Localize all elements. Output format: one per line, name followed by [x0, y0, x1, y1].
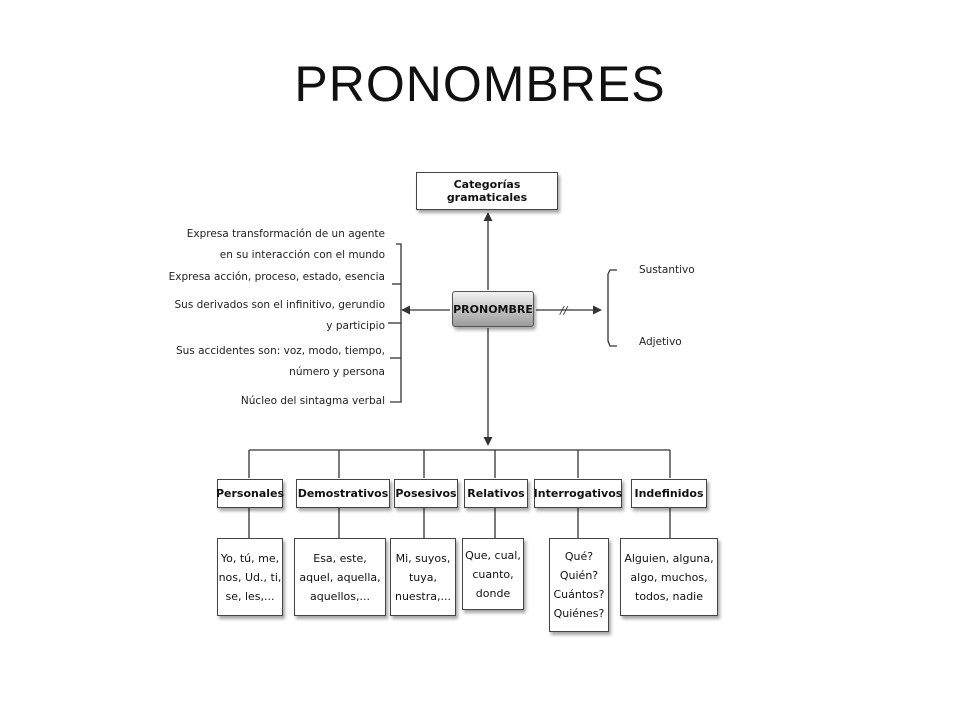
category-label: Personales — [215, 487, 285, 500]
right-label-sustantivo: Sustantivo — [639, 264, 695, 276]
category-box-personales: Personales — [215, 479, 285, 508]
left-label: Sus derivados son el infinitivo, gerundi… — [174, 299, 386, 311]
example-text: aquellos,... — [309, 589, 371, 603]
examples-box-personales: Yo, tú, me, nos, Ud., ti, se, les,... — [217, 538, 283, 616]
pronombre-center-label: PRONOMBRE — [453, 302, 533, 316]
example-text: Mi, suyos, — [395, 551, 451, 565]
example-text: Qué? — [564, 550, 594, 563]
pronombre-center-box: PRONOMBRE — [452, 291, 534, 327]
examples-box-posesivos: Mi, suyos, tuya, nuestra,... — [390, 538, 456, 616]
example-text: Cuántos? — [553, 588, 605, 601]
example-text: Yo, tú, me, — [220, 551, 280, 565]
left-label: en su interacción con el mundo — [219, 249, 385, 261]
slide-title: PRONOMBRES — [294, 56, 666, 112]
left-label: Expresa transformación de un agente — [186, 228, 385, 240]
left-label: Núcleo del sintagma verbal — [240, 395, 385, 407]
examples-box-indefinidos: Alguien, alguna, algo, muchos, todos, na… — [620, 538, 718, 616]
example-text: se, les,... — [225, 589, 275, 603]
category-label: Relativos — [467, 487, 525, 500]
example-text: Quiénes? — [553, 607, 605, 620]
category-label: Demostrativos — [297, 487, 389, 500]
category-box-indefinidos: Indefinidos — [631, 479, 707, 508]
example-text: Quién? — [559, 569, 599, 582]
example-text: Que, cual, — [465, 548, 521, 562]
category-label: Interrogativos — [533, 487, 623, 500]
example-text: nuestra,... — [394, 589, 451, 603]
example-text: aquel, aquella, — [299, 570, 381, 584]
top-category-label: Categorías gramaticales — [446, 178, 528, 204]
left-label: Expresa acción, proceso, estado, esencia — [168, 271, 385, 283]
category-box-demostrativos: Demostrativos — [296, 479, 390, 508]
examples-box-interrogativos: Qué? Quién? Cuántos? Quiénes? — [549, 538, 609, 632]
example-text: algo, muchos, — [630, 570, 708, 584]
similarity-connector: // — [559, 304, 569, 317]
examples-box-relativos: Que, cual, cuanto, donde — [462, 538, 524, 610]
left-label: Sus accidentes son: voz, modo, tiempo, — [175, 345, 385, 357]
category-box-interrogativos: Interrogativos — [534, 479, 622, 508]
category-label: Indefinidos — [634, 487, 704, 500]
examples-box-demostrativos: Esa, este, aquel, aquella, aquellos,... — [294, 538, 386, 616]
example-text: Alguien, alguna, — [624, 551, 714, 565]
top-category-box: Categorías gramaticales — [416, 172, 558, 210]
example-text: tuya, — [408, 570, 438, 584]
example-text: Esa, este, — [313, 551, 367, 565]
example-text: donde — [475, 586, 511, 600]
example-text: todos, nadie — [635, 589, 703, 603]
category-label: Posesivos — [395, 487, 457, 500]
category-box-relativos: Relativos — [464, 479, 528, 508]
right-label-adjetivo: Adjetivo — [639, 336, 682, 348]
left-label: número y persona — [289, 366, 385, 378]
example-text: nos, Ud., ti, — [218, 570, 282, 584]
left-label: y participio — [326, 320, 385, 332]
category-box-posesivos: Posesivos — [394, 479, 458, 508]
example-text: cuanto, — [472, 567, 514, 581]
